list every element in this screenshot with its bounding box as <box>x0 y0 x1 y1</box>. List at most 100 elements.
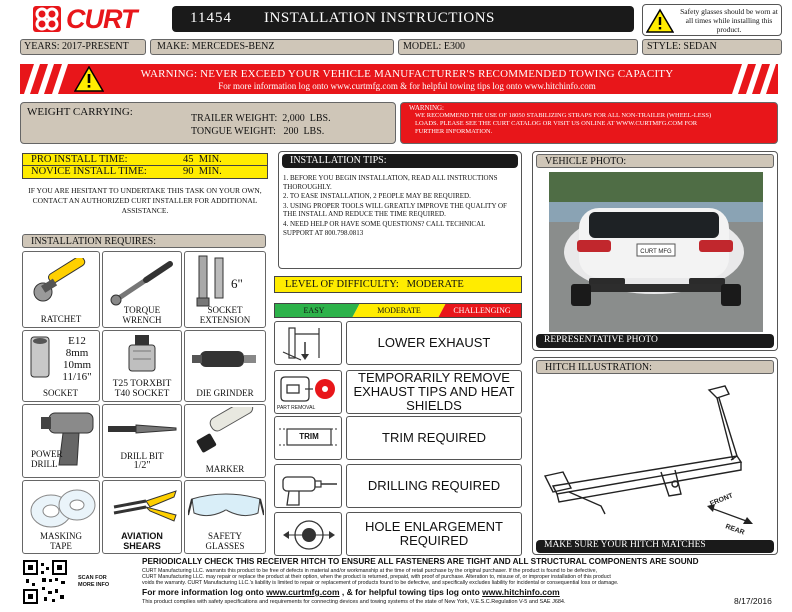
title-bar: 11454 INSTALLATION INSTRUCTIONS <box>172 6 634 32</box>
tool-label: TAPE <box>50 541 72 551</box>
tool-label: SOCKET <box>207 305 243 315</box>
lower-exhaust-text: LOWER EXHAUST <box>346 321 522 365</box>
tool-label: MASKING <box>39 531 82 541</box>
tool-label: EXTENSION <box>199 315 251 325</box>
tool-label: WRENCH <box>122 315 162 325</box>
capacity-warning-banner: WARNING: NEVER EXCEED YOUR VEHICLE MANUF… <box>20 64 778 94</box>
tool-drill-bit: DRILL BIT 1/2" <box>102 404 182 478</box>
difficulty-scale-graphic <box>274 303 522 318</box>
vehicle-photo-panel: VEHICLE PHOTO: CURT MFG REPRESENTATIVE P… <box>532 151 778 351</box>
socket-extension-icon <box>196 255 224 307</box>
years-field: YEARS: 2017-PRESENT <box>20 39 146 55</box>
tip-item: 2. TO EASE INSTALLATION, 2 PEOPLE MAY BE… <box>283 192 471 201</box>
tool-socket: E12 8mm 10mm 11/16" SOCKET <box>22 330 100 402</box>
difficulty-scale: EASY MODERATE CHALLENGING <box>274 303 522 318</box>
page-title: INSTALLATION INSTRUCTIONS <box>264 10 495 26</box>
front-label: FRONT <box>709 492 735 508</box>
hitch-illustration-panel: HITCH ILLUSTRATION: FRONT REAR MAKE SURE… <box>532 357 778 555</box>
installation-tips-title: INSTALLATION TIPS: <box>282 154 518 168</box>
hitch-illustration-title: HITCH ILLUSTRATION: <box>536 360 774 374</box>
warning-triangle-icon <box>646 8 674 33</box>
requirement-hole-enlargement: HOLE ENLARGEMENT REQUIRED <box>274 512 522 556</box>
ratchet-icon <box>33 258 86 302</box>
tool-masking-tape: MASKING TAPE <box>22 480 100 554</box>
trailer-weight: TRAILER WEIGHT: 2,000 LBS. <box>191 113 331 124</box>
license-plate: CURT MFG <box>640 249 672 255</box>
tool-ratchet: RATCHET <box>22 251 100 328</box>
tool-label: T40 SOCKET <box>114 389 170 399</box>
part-removal-icon: PART REMOVAL <box>274 370 342 414</box>
tool-label: DIE GRINDER <box>196 388 254 398</box>
socket-icon <box>30 336 50 378</box>
safety-note-box: Safety glasses should be worn at all tim… <box>642 4 782 36</box>
difficulty-moderate: MODERATE <box>377 306 421 315</box>
safety-glasses-icon <box>188 493 264 517</box>
scan-label: SCAN FOR MORE INFO <box>78 575 110 588</box>
tool-marker: MARKER <box>184 404 266 478</box>
novice-install-time: NOVICE INSTALL TIME: 90 MIN. <box>22 166 268 179</box>
tool-socket-extension: 6" SOCKET EXTENSION <box>184 251 266 328</box>
drill-icon <box>274 464 342 508</box>
difficulty-title: LEVEL OF DIFFICULTY: MODERATE <box>274 276 522 293</box>
straps-warning-title: WARNING: <box>409 104 444 112</box>
masking-tape-icon <box>30 489 96 528</box>
rear-label: REAR <box>724 523 745 536</box>
extension-size: 6" <box>231 276 243 291</box>
footer-warranty-3: voids the warranty. CURT Manufacturing L… <box>142 580 619 586</box>
installation-tips-panel: INSTALLATION TIPS: 1. BEFORE YOU BEGIN I… <box>278 151 522 269</box>
tool-aviation-shears: AVIATION SHEARS <box>102 480 182 554</box>
warning-triangle-icon <box>74 66 104 92</box>
footer-info: For more information log onto www.curtmf… <box>142 587 560 597</box>
representative-photo-caption: REPRESENTATIVE PHOTO <box>536 334 774 348</box>
curtmfg-link[interactable]: www.curtmfg.com <box>266 587 340 597</box>
straps-warning-text: WE RECOMMEND THE USE OF 18050 STABILIZIN… <box>415 112 712 135</box>
installation-requires-title: INSTALLATION REQUIRES: <box>22 234 266 248</box>
part-removal-label: PART REMOVAL <box>277 405 316 411</box>
hitch-caption: MAKE SURE YOUR HITCH MATCHES <box>536 540 774 553</box>
tool-power-drill: POWER DRILL <box>22 404 100 478</box>
hole-enlargement-icon <box>274 512 342 556</box>
tip-item: 3. USING PROPER TOOLS WILL GREATLY IMPRO… <box>283 201 507 219</box>
weight-label: WEIGHT CARRYING: <box>27 106 133 118</box>
installer-note: IF YOU ARE HESITANT TO UNDERTAKE THIS TA… <box>28 186 262 215</box>
footer-warranty-1: CURT Manufacturing LLC. warrants this pr… <box>142 568 597 574</box>
curt-logo-icon <box>33 6 61 32</box>
requirement-lower-exhaust: LOWER EXHAUST <box>274 321 522 365</box>
power-drill-icon <box>41 412 94 466</box>
pro-install-time: PRO INSTALL TIME: 45 MIN. <box>22 153 268 166</box>
safety-note-text: Safety glasses should be worn at all tim… <box>680 7 778 34</box>
torx-bit-icon <box>128 335 156 372</box>
footer-compliance: This product complies with safety specif… <box>142 599 566 605</box>
remove-exhaust-tips-text: TEMPORARILY REMOVE EXHAUST TIPS AND HEAT… <box>346 370 522 414</box>
hole-enlargement-text: HOLE ENLARGEMENT REQUIRED <box>346 512 522 556</box>
aviation-shears-icon <box>113 490 177 522</box>
requirement-remove-exhaust-tips: PART REMOVAL TEMPORARILY REMOVE EXHAUST … <box>274 370 522 414</box>
tip-item: 1. BEFORE YOU BEGIN INSTALLATION, READ A… <box>283 174 498 191</box>
style-field: STYLE: SEDAN <box>642 39 782 55</box>
tool-label: SHEARS <box>123 541 161 551</box>
lower-exhaust-icon <box>274 321 342 365</box>
marker-icon <box>196 407 254 453</box>
hazard-stripes-right-icon <box>732 64 776 94</box>
drill-bit-icon <box>108 424 177 434</box>
socket-sizes: E12 8mm 10mm 11/16" <box>62 335 92 383</box>
tool-torque-wrench: TORQUE WRENCH <box>102 251 182 328</box>
tool-label: SOCKET <box>43 388 79 398</box>
tip-item: 4. NEED HELP OR HAVE SOME QUESTIONS? CAL… <box>283 219 486 237</box>
trim-icon: TRIM <box>274 416 342 460</box>
tips-list: 1. BEFORE YOU BEGIN INSTALLATION, READ A… <box>283 174 517 237</box>
difficulty-easy: EASY <box>303 306 325 315</box>
hazard-stripes-left-icon <box>24 64 68 94</box>
front-rear-arrow <box>707 504 753 524</box>
tool-label: 1/2" <box>133 460 151 471</box>
tool-safety-glasses: SAFETY GLASSES <box>184 480 266 554</box>
weight-carrying-box: WEIGHT CARRYING: TRAILER WEIGHT: 2,000 L… <box>20 102 396 144</box>
tool-label: GLASSES <box>205 541 245 551</box>
requirement-trim: TRIM TRIM REQUIRED <box>274 416 522 460</box>
tool-label: TORQUE <box>123 305 161 315</box>
hitchinfo-link[interactable]: www.hitchinfo.com <box>482 587 560 597</box>
hitch-drawing: FRONT REAR <box>543 385 753 536</box>
tool-label: AVIATION <box>121 531 163 541</box>
part-number: 11454 <box>190 10 232 26</box>
qr-code-icon <box>22 559 68 605</box>
